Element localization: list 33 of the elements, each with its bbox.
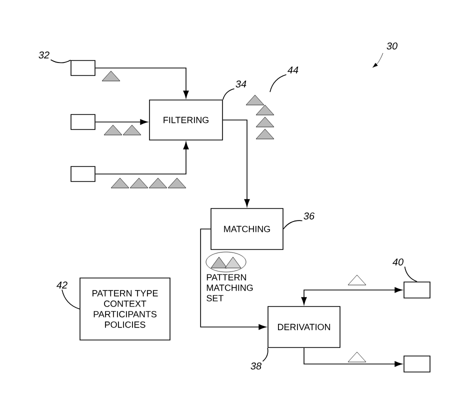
arrow xyxy=(222,120,250,207)
leader-line xyxy=(283,220,303,230)
leader-line xyxy=(270,74,287,92)
arrow xyxy=(304,348,402,367)
reference-numeral: 32 xyxy=(38,51,50,59)
arrow xyxy=(95,142,189,174)
reference-numeral: 36 xyxy=(304,212,315,220)
node-label: PATTERN MATCHING SET xyxy=(206,274,253,302)
terminal-box xyxy=(70,114,96,130)
leader-line xyxy=(62,289,80,310)
reference-numeral: 30 xyxy=(386,42,398,50)
pattern-ellipse xyxy=(206,252,246,272)
arrow xyxy=(95,68,189,98)
text-box: PATTERN TYPE CONTEXT PARTICIPANTS POLICIES xyxy=(80,278,170,340)
leader-line xyxy=(404,266,418,282)
process-box: DERIVATION xyxy=(268,306,340,348)
leader-line xyxy=(262,348,268,362)
leader-line xyxy=(50,59,71,64)
terminal-box xyxy=(70,166,96,182)
arrow xyxy=(95,119,148,125)
reference-numeral: 44 xyxy=(288,66,298,74)
terminal-box xyxy=(70,60,96,76)
arrow xyxy=(301,287,402,305)
reference-numeral: 40 xyxy=(392,258,404,266)
process-box: MATCHING xyxy=(210,208,284,250)
reference-numeral: 38 xyxy=(250,362,262,370)
terminal-box xyxy=(404,282,430,298)
arrow xyxy=(200,228,266,330)
terminal-box xyxy=(404,356,430,372)
reference-numeral: 34 xyxy=(236,80,246,88)
reference-numeral: 42 xyxy=(56,282,68,288)
process-box: FILTERING xyxy=(149,100,223,140)
leader-line xyxy=(222,88,235,100)
